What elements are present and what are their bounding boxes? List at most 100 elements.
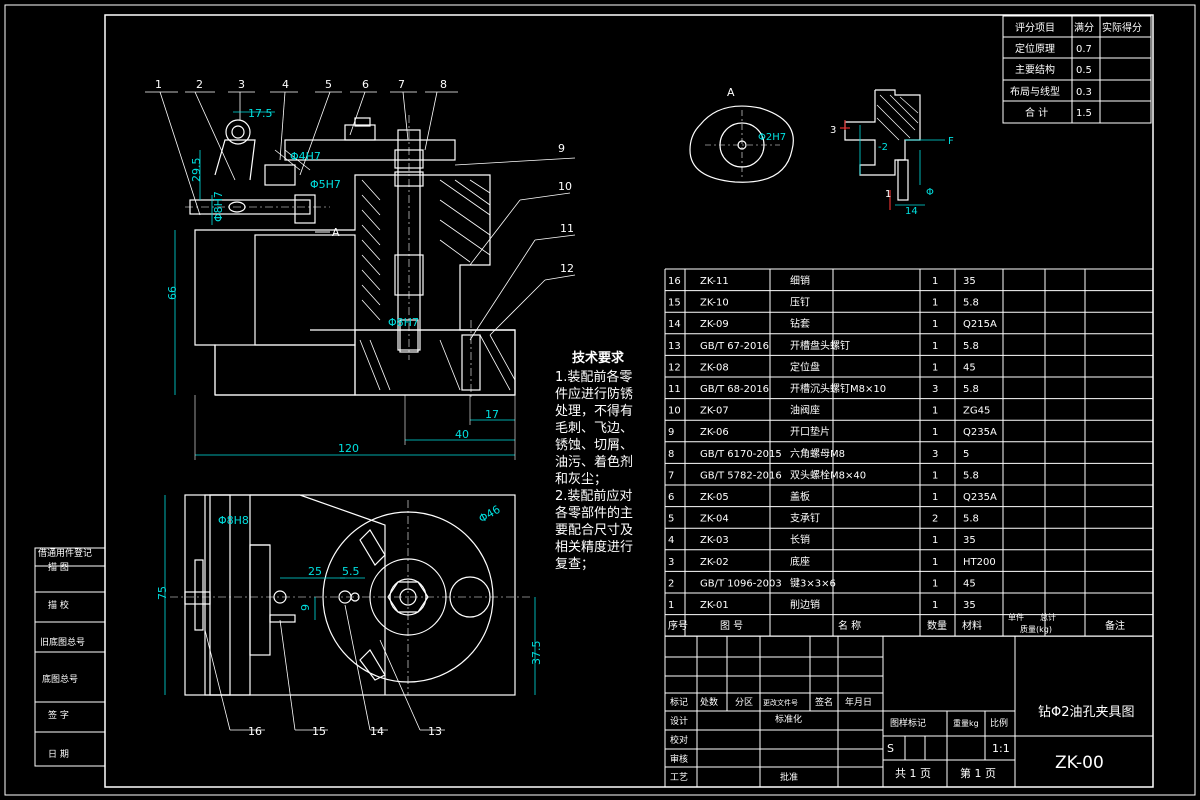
bom-cell-qty: 1 (932, 578, 938, 589)
bom-cell-code: ZK-07 (700, 406, 729, 417)
bom-cell-no: 15 (668, 298, 681, 309)
dim-37-5: 37.5 (530, 641, 543, 666)
bom-cell-mat: 5.8 (963, 514, 979, 525)
bom-header-total: 总计 (1040, 612, 1056, 622)
dim-46: Φ46 (476, 503, 502, 526)
score-item-1: 主要结构 (1015, 63, 1055, 76)
bom-cell-mat: 45 (963, 578, 976, 589)
bom-header-name: 名 称 (838, 619, 861, 632)
dim-5-5: 5.5 (342, 565, 360, 578)
stage-label-1: 重量kg (953, 718, 979, 728)
bom-cell-mat: ZG45 (963, 406, 990, 417)
bom-cell-no: 7 (668, 470, 674, 481)
detail-label-3: 3 (830, 125, 836, 136)
tech-line-4: 锈蚀、切屑、 (555, 438, 633, 453)
bom-cell-name: 压钉 (790, 297, 810, 309)
bom-header-qty: 数量 (927, 619, 947, 632)
bom-cell-code: ZK-04 (700, 514, 729, 525)
bom-cell-mat: 5.8 (963, 384, 979, 395)
bom-cell-mat: Q235A (963, 427, 997, 438)
bom-cell-mat: 35 (963, 535, 976, 546)
front-view (189, 117, 516, 396)
bom-cell-name: 底座 (790, 555, 810, 568)
bom-cell-no: 4 (668, 535, 674, 546)
bom-cell-code: ZK-01 (700, 600, 729, 611)
bom-cell-name: 开槽沉头螺钉M8×10 (790, 382, 886, 395)
bom-cell-mat: 45 (963, 362, 976, 373)
side-label-2: 描 校 (48, 599, 69, 611)
scale-value: 1:1 (992, 742, 1010, 755)
side-block (34, 547, 106, 767)
tech-line-6: 和灰尘； (555, 472, 607, 487)
dim-66: 66 (166, 286, 179, 300)
balloon-2: 2 (196, 78, 203, 91)
bom-cell-no: 6 (668, 492, 674, 503)
stage-value: S (887, 742, 894, 755)
bom-cell-mat: HT200 (963, 557, 996, 568)
bom-cell-code: ZK-03 (700, 535, 729, 546)
bom-cell-mat: 5.8 (963, 298, 979, 309)
bom-cell-no: 3 (668, 557, 674, 568)
drawing-name: 钻Φ2油孔夹具图 (1038, 705, 1135, 720)
score-full-0: 0.7 (1076, 44, 1092, 55)
bom-cell-mat: 5.8 (963, 470, 979, 481)
tech-line-3: 毛刺、飞边、 (555, 421, 633, 436)
balloon-10: 10 (558, 180, 572, 193)
dim-5h7: Φ5H7 (310, 178, 341, 191)
balloon-7: 7 (398, 78, 405, 91)
bom-cell-mat: 5.8 (963, 341, 979, 352)
balloon-16: 16 (248, 725, 262, 738)
rev-label-0: 标记 (670, 696, 688, 708)
bom-cell-code: ZK-10 (700, 298, 729, 309)
role-process: 工艺 (670, 772, 688, 783)
outer-frame (4, 4, 1196, 796)
dim-9: 9 (299, 604, 312, 611)
score-header-actual: 实际得分 (1102, 21, 1142, 34)
bom-cell-name: 削边销 (790, 598, 820, 611)
bom-cell-code: ZK-11 (700, 276, 729, 287)
tech-line-7: 2.装配前应对 (555, 488, 632, 504)
bom-cell-name: 开槽盘头螺钉 (790, 339, 850, 352)
bom-header-no: 序号 (668, 619, 688, 632)
tech-line-1: 件应进行防锈 (555, 386, 633, 402)
approve-label: 批准 (780, 771, 798, 783)
tech-line-8: 各零部件的主 (555, 505, 633, 521)
bom-cell-name: 键3×3×6 (790, 576, 836, 589)
bom-cell-code: GB/T 1096-2003 (700, 578, 782, 589)
view-a (689, 105, 794, 183)
score-full-1: 0.5 (1076, 65, 1092, 76)
balloon-5: 5 (325, 78, 332, 91)
side-label-5: 签 字 (48, 709, 69, 721)
rev-label-4: 签名 (815, 696, 833, 708)
balloon-1: 1 (155, 78, 162, 91)
bom-cell-qty: 1 (932, 535, 938, 546)
bom-cell-code: ZK-08 (700, 362, 729, 373)
dim-8h8: Φ8H8 (218, 514, 249, 527)
bom-header-single: 单件 (1008, 612, 1024, 622)
dim-29-5: 29.5 (190, 158, 203, 183)
side-label-3: 旧底图总号 (40, 636, 85, 648)
bom-cell-no: 5 (668, 514, 674, 525)
bom-cell-no: 9 (668, 427, 674, 438)
bom-cell-no: 16 (668, 276, 681, 287)
bom-cell-name: 定位盘 (790, 360, 820, 373)
tech-line-10: 相关精度进行 (555, 539, 633, 555)
dim-17-5: 17.5 (248, 107, 273, 120)
view-a-label: A (727, 86, 735, 99)
bom-cell-name: 细销 (790, 274, 810, 287)
title-block (664, 635, 1154, 788)
bom-cell-no: 1 (668, 600, 674, 611)
stage-label-0: 图样标记 (890, 717, 926, 729)
bom-cell-qty: 1 (932, 362, 938, 373)
bom-header-mat: 材料 (962, 619, 982, 632)
bom-cell-mat: 35 (963, 276, 976, 287)
score-full-2: 0.3 (1076, 87, 1092, 98)
role-check: 校对 (670, 734, 688, 746)
bom-cell-qty: 1 (932, 341, 938, 352)
bom-cell-name: 盖板 (790, 490, 810, 503)
dim-8h7-left: Φ8H7 (212, 191, 225, 222)
role-design: 设计 (670, 715, 688, 727)
bom-header-remark: 备注 (1105, 619, 1125, 632)
balloon-14: 14 (370, 725, 384, 738)
